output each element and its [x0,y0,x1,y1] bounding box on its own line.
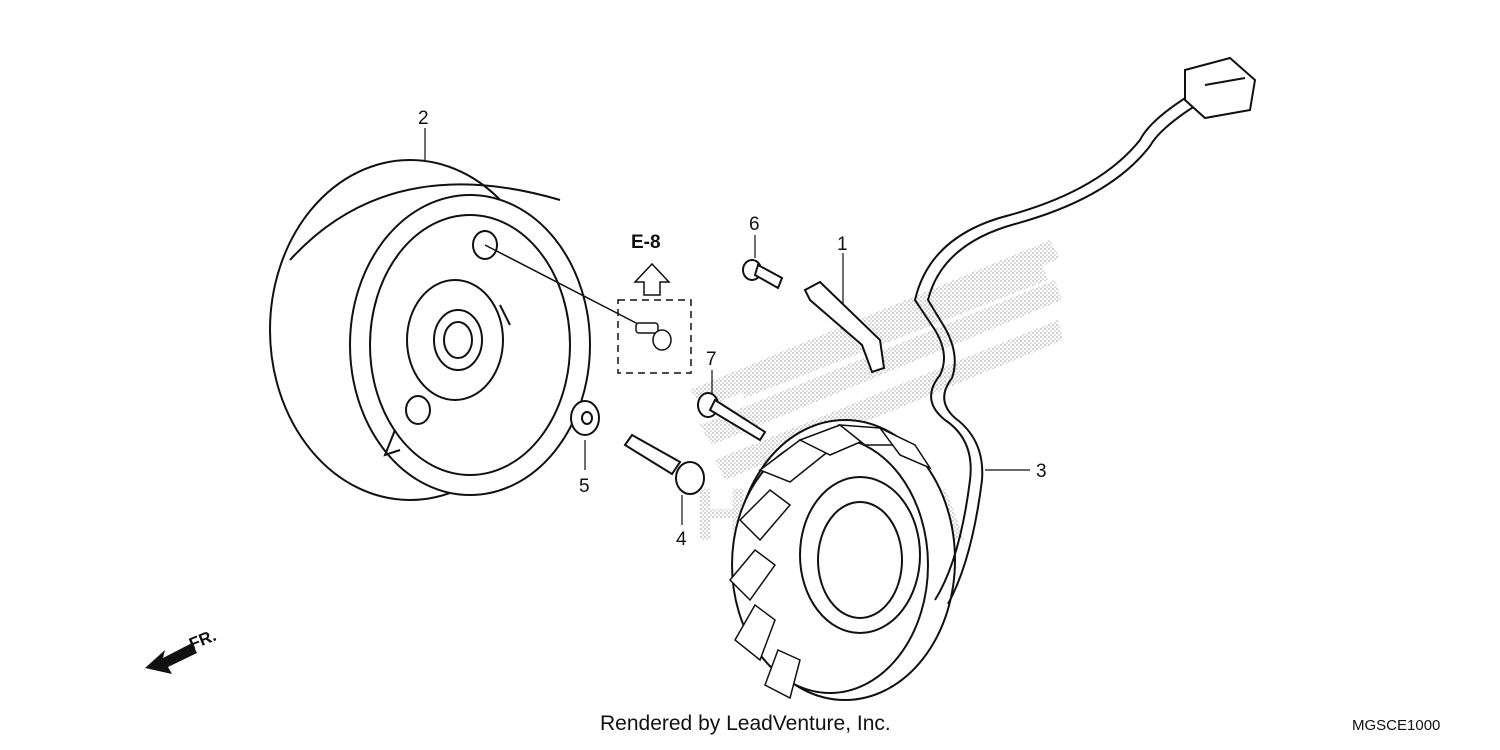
small-bolt-icon [635,322,672,351]
front-direction-arrow-icon [145,643,197,674]
callout-4[interactable]: 4 [676,529,687,550]
leader-line [484,244,641,326]
callout-7[interactable]: 7 [706,349,717,370]
arrow-up-icon [633,262,671,296]
clamp-part-1[interactable] [803,280,886,374]
long-bolt-part-7[interactable] [697,392,767,442]
callout-6[interactable]: 6 [749,214,760,235]
diagram-code: MGSCE1000 [1352,717,1441,734]
flange-bolt-part-4[interactable] [623,433,705,495]
bolt-part-6[interactable] [742,259,784,290]
stator-part-3[interactable] [728,419,956,701]
callout-5[interactable]: 5 [579,476,590,497]
callout-3[interactable]: 3 [1036,461,1047,482]
callout-2[interactable]: 2 [418,108,429,129]
reference-box [617,262,692,374]
front-direction-label: FR. [186,626,219,654]
render-credit: Rendered by LeadVenture, Inc. [600,712,891,735]
wire-connector [1184,56,1257,120]
flywheel-part-2[interactable] [269,159,591,501]
callout-1[interactable]: 1 [837,234,848,255]
wire-harness [913,94,1199,605]
washer-part-5[interactable] [570,400,600,436]
reference-label[interactable]: E-8 [631,232,661,253]
